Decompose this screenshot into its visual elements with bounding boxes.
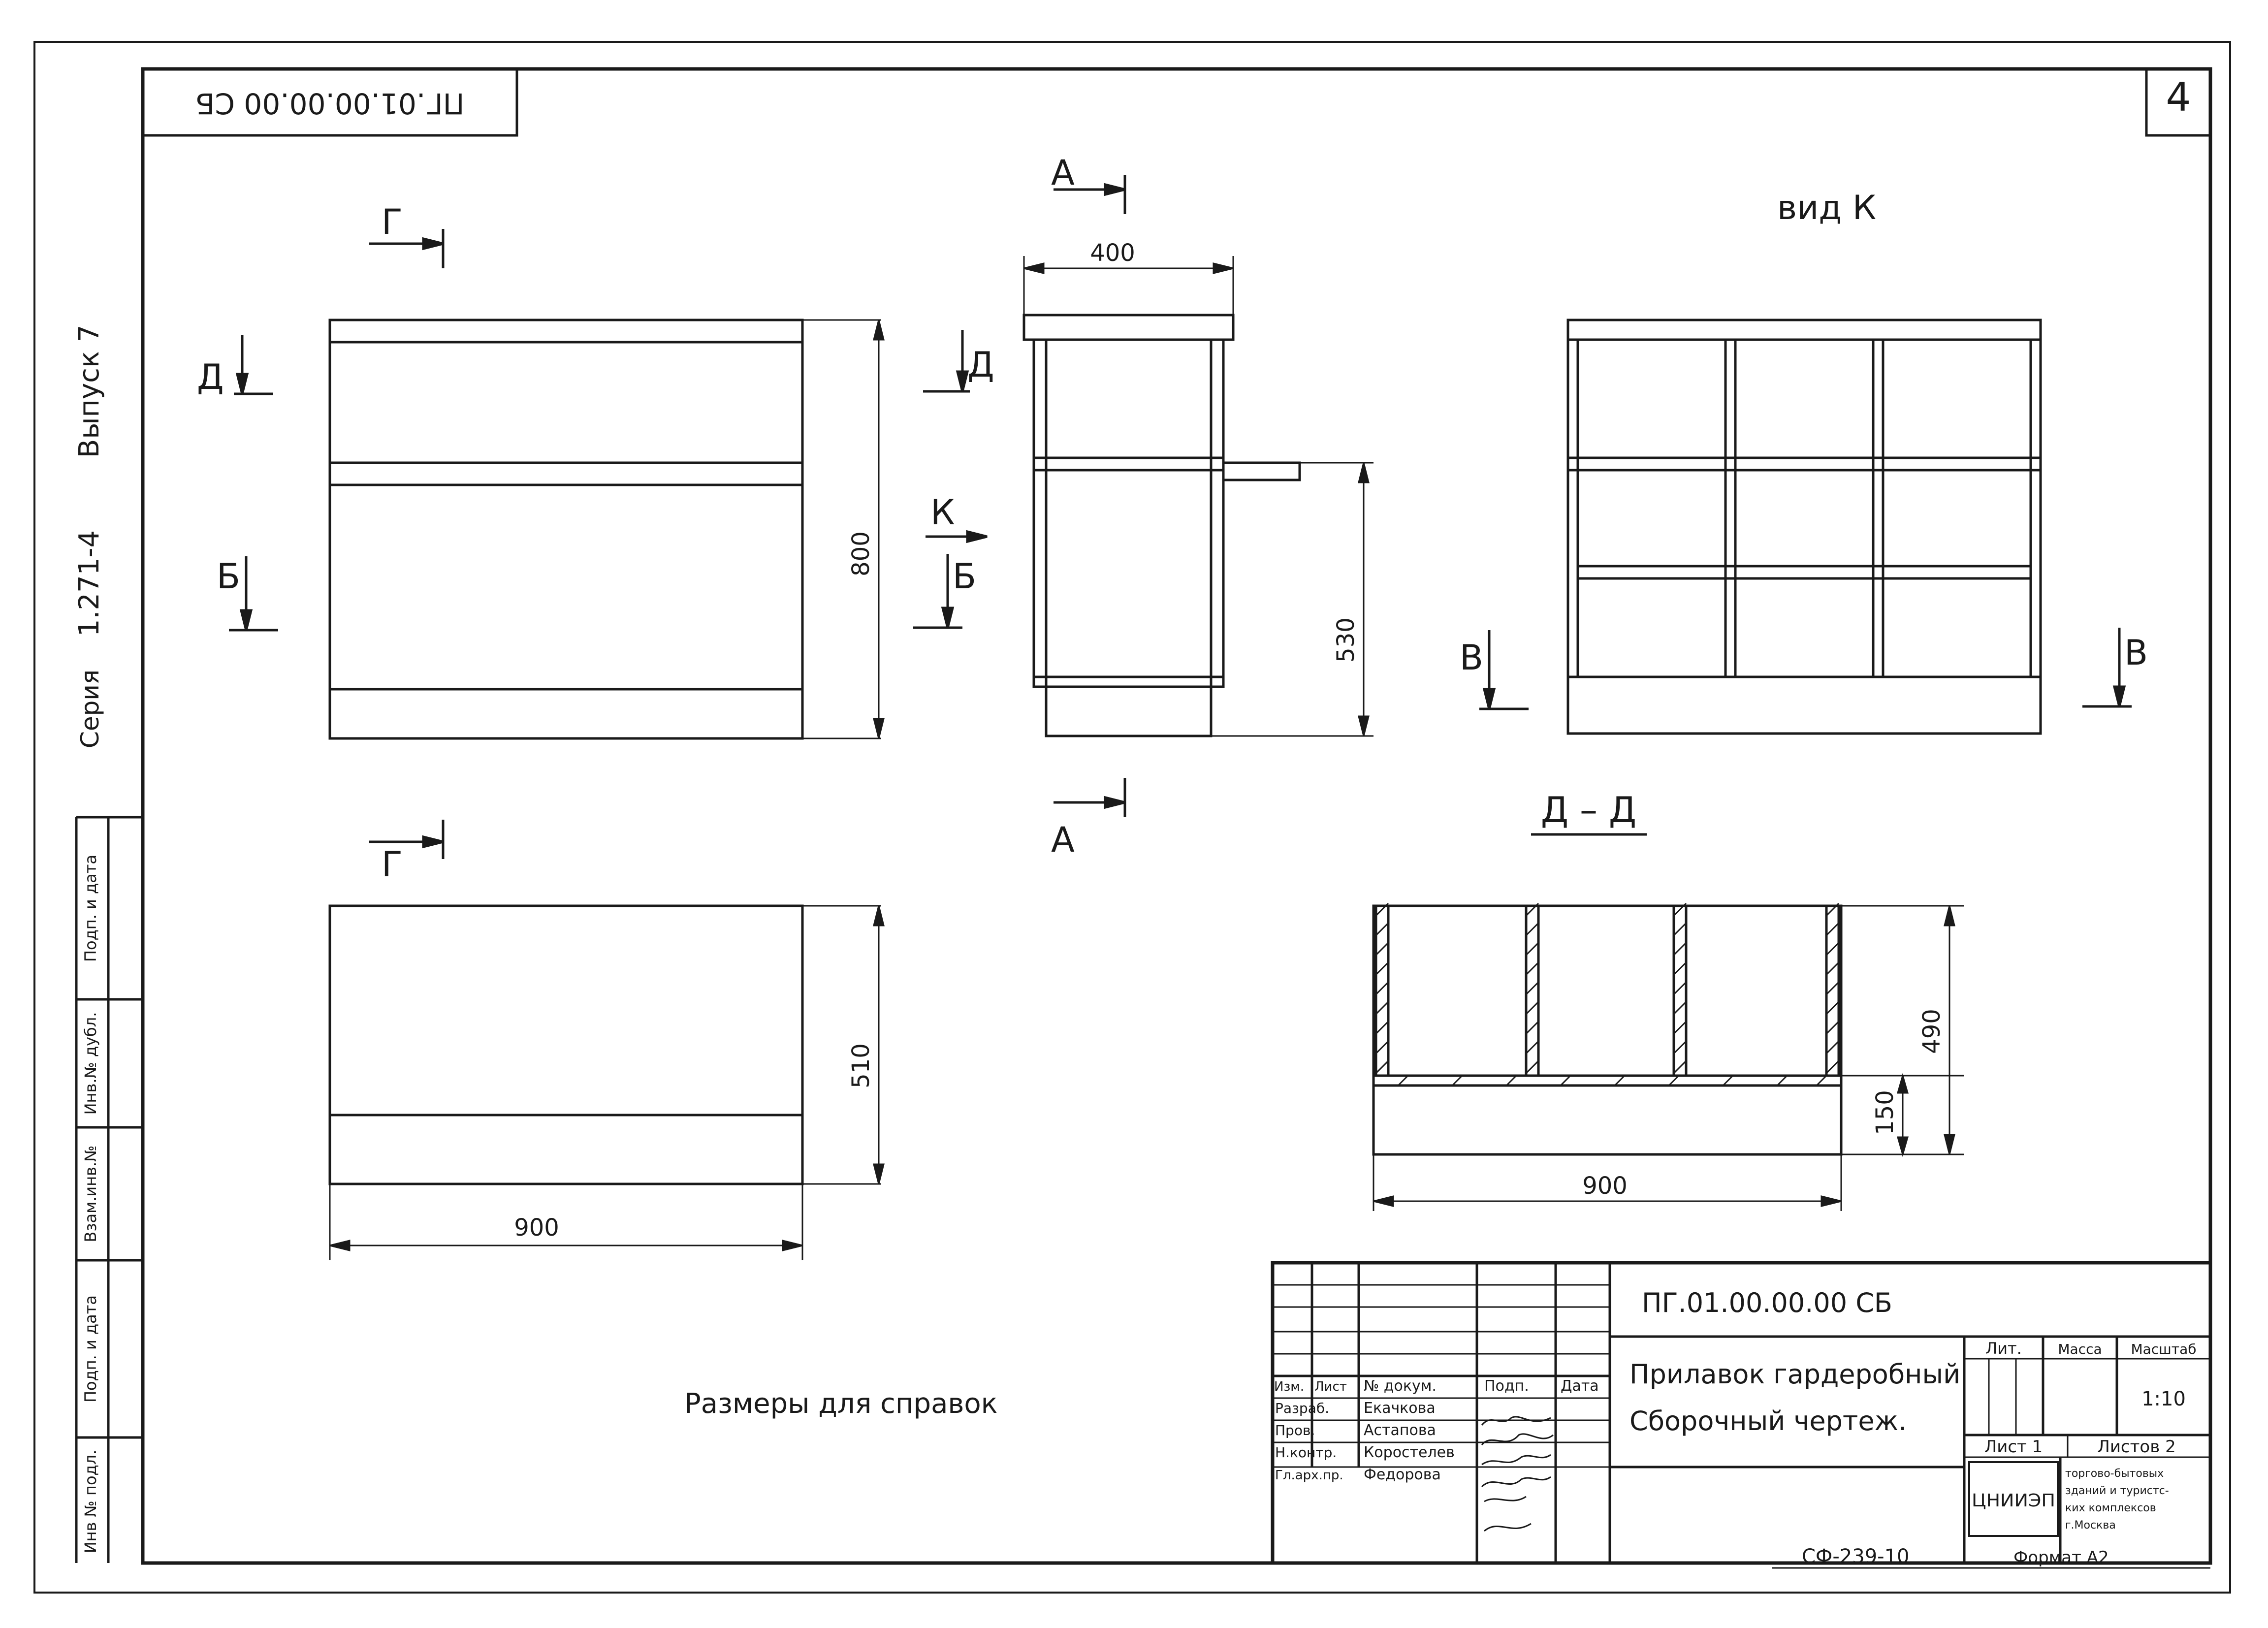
cut-label-g-top: Г [382, 202, 403, 242]
tb-mass-label: Масса [2058, 1341, 2102, 1357]
side-field-4: Инв.№ дубл. [81, 1012, 100, 1115]
tb-role-2: Н.контр. [1275, 1444, 1337, 1461]
footer-format: Формат А2 [2013, 1548, 2109, 1567]
series-label: Серия [76, 670, 104, 748]
cut-label-a-top: А [1051, 153, 1075, 193]
section-hatching [1375, 902, 1840, 1086]
cut-mark-v-right [2082, 628, 2132, 708]
dim-dd-plinth: 150 [1871, 1090, 1899, 1135]
cut-label-g-bottom: Г [382, 844, 403, 885]
tb-scale-label: Масштаб [2131, 1341, 2196, 1357]
dim-side-height: 530 [1332, 617, 1360, 663]
section-dd [1372, 904, 1964, 1211]
signatures [1481, 1416, 1554, 1532]
side-width-dimension [1023, 256, 1234, 315]
cut-mark-a-bottom [1054, 778, 1126, 817]
dim-side-width: 400 [1090, 239, 1135, 267]
cut-mark-g-bottom [369, 820, 445, 859]
series-number: 1.271-4 [73, 530, 105, 637]
tb-org-line-0: торгово-бытовых [2065, 1468, 2164, 1480]
tb-designation: ПГ.01.00.00.00 СБ [1642, 1287, 1892, 1318]
tb-name-2: Коростелев [1364, 1444, 1455, 1461]
tb-col-list: Лист [1314, 1379, 1347, 1394]
plan-depth-dimension [873, 905, 885, 1184]
org-logo [1968, 1461, 2059, 1537]
cut-label-b-left: Б [217, 556, 240, 597]
sheet-number: 4 [2166, 74, 2191, 120]
cut-label-d-right: Д [967, 345, 994, 385]
tb-col-izm: Изм. [1274, 1379, 1304, 1394]
tb-name-line2: Сборочный чертеж. [1629, 1405, 1907, 1436]
tb-name-1: Астапова [1364, 1422, 1436, 1439]
reference-note: Размеры для справок [684, 1388, 997, 1420]
tb-org-line-1: зданий и туристс- [2065, 1485, 2169, 1497]
dim-dd-height: 490 [1918, 1009, 1946, 1054]
drawing-frame [141, 67, 2212, 1565]
tb-col-date: Дата [1561, 1377, 1599, 1395]
view-k-title: вид К [1777, 189, 1876, 227]
dd-height-dimension [1944, 905, 1955, 1155]
side-strip [75, 816, 143, 1563]
plan-width-dimension [329, 1240, 803, 1251]
dim-front-height: 800 [847, 531, 875, 576]
cut-label-a-bottom: А [1051, 820, 1075, 860]
tb-sheets-label: Листов 2 [2097, 1437, 2175, 1457]
cut-label-v-left: В [1460, 638, 1483, 678]
cut-label-d-left: Д [197, 357, 224, 397]
cut-mark-v-left [1479, 630, 1529, 710]
cut-label-b-right: Б [953, 556, 976, 597]
tb-role-3: Гл.арх.пр. [1275, 1468, 1343, 1483]
top-stamp-text: ПГ.01.00.00.00 СБ [195, 87, 465, 120]
cut-mark-d-left [234, 335, 273, 395]
cut-label-v-right: В [2124, 633, 2148, 673]
tb-role-0: Разраб. [1275, 1400, 1329, 1416]
front-view [328, 319, 881, 740]
dd-plinth-dimension [1897, 1073, 1909, 1157]
side-height-dimension [1358, 462, 1370, 736]
top-stamp-box [141, 67, 518, 137]
side-field-1: Инв № подл. [81, 1450, 100, 1554]
tb-org-line-2: ких комплексов [2065, 1502, 2156, 1514]
dim-plan-width: 900 [514, 1214, 559, 1242]
section-dd-title: Д – Д [1541, 789, 1636, 830]
side-field-2: Подп. и дата [81, 1295, 100, 1403]
issue-label: Выпуск 7 [73, 325, 105, 458]
tb-col-sign: Подп. [1484, 1377, 1529, 1395]
sheet-number-box [2145, 67, 2212, 137]
dim-dd-width: 900 [1582, 1172, 1628, 1200]
side-view [1022, 314, 1374, 737]
dd-width-dimension [1373, 1195, 1842, 1207]
cut-mark-b-right [913, 554, 962, 629]
cut-mark-a-top [1054, 175, 1126, 214]
tb-scale-value: 1:10 [2141, 1388, 2186, 1410]
tb-col-doc: № докум. [1364, 1377, 1437, 1395]
sheet-trim [33, 41, 2231, 1594]
cut-label-k: К [930, 492, 955, 533]
cut-mark-d-right [923, 330, 970, 393]
title-block-frame [1271, 1261, 2212, 1565]
cut-mark-g-top [369, 229, 445, 268]
view-k-drawing [1566, 319, 2042, 735]
side-field-5: Подп. и дата [81, 855, 100, 962]
tb-name-line1: Прилавок гардеробный [1629, 1359, 1960, 1390]
tb-org-line-3: г.Москва [2065, 1519, 2116, 1532]
tb-name-0: Екачкова [1364, 1400, 1436, 1417]
view-arrow-k [926, 530, 988, 543]
tb-org-logo: ЦНИИЭП [1972, 1491, 2055, 1511]
dim-plan-depth: 510 [847, 1043, 875, 1088]
side-field-3: Взам.инв.№ [81, 1146, 100, 1243]
tb-name-3: Федорова [1364, 1466, 1441, 1483]
tb-lit-label: Лит. [1985, 1339, 2022, 1358]
tb-role-1: Пров. [1275, 1422, 1315, 1438]
cut-mark-b-left [229, 556, 278, 632]
tb-sheet-label: Лист 1 [1984, 1437, 2043, 1457]
footer-code: СФ-239-10 [1802, 1545, 1909, 1568]
plan-view [328, 904, 881, 1260]
front-height-dimension [873, 319, 885, 739]
